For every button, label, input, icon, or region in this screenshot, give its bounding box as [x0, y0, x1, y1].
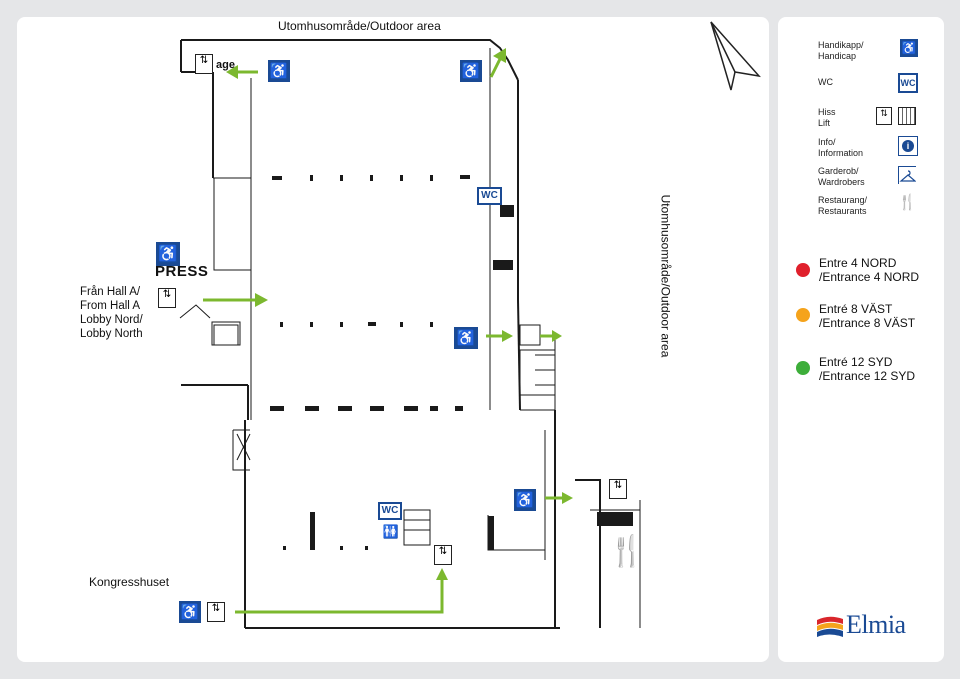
legend-panel [778, 17, 944, 662]
legend-wc-label: WC [818, 77, 833, 87]
north-arrow-icon [710, 21, 761, 91]
wheelchair-icon: ♿ [460, 60, 482, 82]
wc-icon: WC [898, 73, 918, 93]
from-hall-a-label: Från Hall A/ From Hall A Lobby Nord/ Lob… [80, 286, 143, 340]
lift-icon: ⇅ [207, 602, 225, 622]
legend-restaurant-label: Restaurang/ Restaurants [818, 195, 868, 216]
legend-handicap-label: Handikapp/ Handicap [818, 40, 864, 61]
entrance-4-nord-dot [796, 263, 810, 277]
press-sign: PRESS [155, 263, 209, 280]
floor-plan-map [17, 17, 769, 662]
entrance-12-syd-dot [796, 361, 810, 375]
lift-icon: ⇅ [876, 107, 892, 125]
wc-icon: WC [378, 502, 402, 520]
outdoor-area-right-label: Utomhusområde/Outdoor area [658, 194, 673, 358]
entrance-8-vast-label: Entré 8 VÄST /Entrance 8 VÄST [819, 302, 916, 330]
info-icon: i [898, 136, 918, 156]
toilet-people-icon: 🚻 [382, 524, 400, 539]
elmia-logo-mark [817, 616, 843, 637]
outdoor-area-top-label: Utomhusområde/Outdoor area [278, 19, 441, 33]
legend-info-label: Info/ Information [818, 137, 864, 158]
restaurant-icon: 🍴 [898, 194, 917, 211]
hanger-icon [898, 166, 916, 184]
wheelchair-icon: ♿ [179, 601, 201, 623]
wheelchair-icon: ♿ [514, 489, 536, 511]
sage-sign: age [216, 59, 235, 71]
lift-icon: ⇅ [434, 545, 452, 565]
wheelchair-icon: ♿ [454, 327, 478, 349]
wheelchair-icon: ♿ [156, 242, 180, 266]
entrance-8-vast-dot [796, 308, 810, 322]
lift-icon: ⇅ [158, 288, 176, 308]
legend-lift-label: Hiss Lift [818, 107, 836, 128]
lift-icon: ⇅ [609, 479, 627, 499]
legend-wardrobe-label: Garderob/ Wardrobers [818, 166, 865, 187]
lift-icon: ⇅ [195, 54, 213, 74]
legend-list: Handikapp/ Handicap ♿ WC WC Hiss Lift ⇅ … [778, 17, 944, 257]
entrance-12-syd-label: Entré 12 SYD /Entrance 12 SYD [819, 355, 916, 383]
entrance-list: Entre 4 NORD /Entrance 4 NORD Entré 8 VÄ… [778, 250, 944, 390]
restaurant-icon: 🍴 [608, 535, 646, 568]
lift-door-icon [898, 107, 916, 125]
wc-icon: WC [477, 187, 502, 205]
wheelchair-icon: ♿ [268, 60, 290, 82]
elmia-logo-text: Elmia [846, 610, 906, 639]
elmia-logo: Elmia [815, 610, 935, 642]
wheelchair-icon: ♿ [900, 39, 918, 57]
entrance-4-nord-label: Entre 4 NORD /Entrance 4 NORD [819, 256, 920, 284]
kongresshuset-label: Kongresshuset [89, 575, 170, 589]
